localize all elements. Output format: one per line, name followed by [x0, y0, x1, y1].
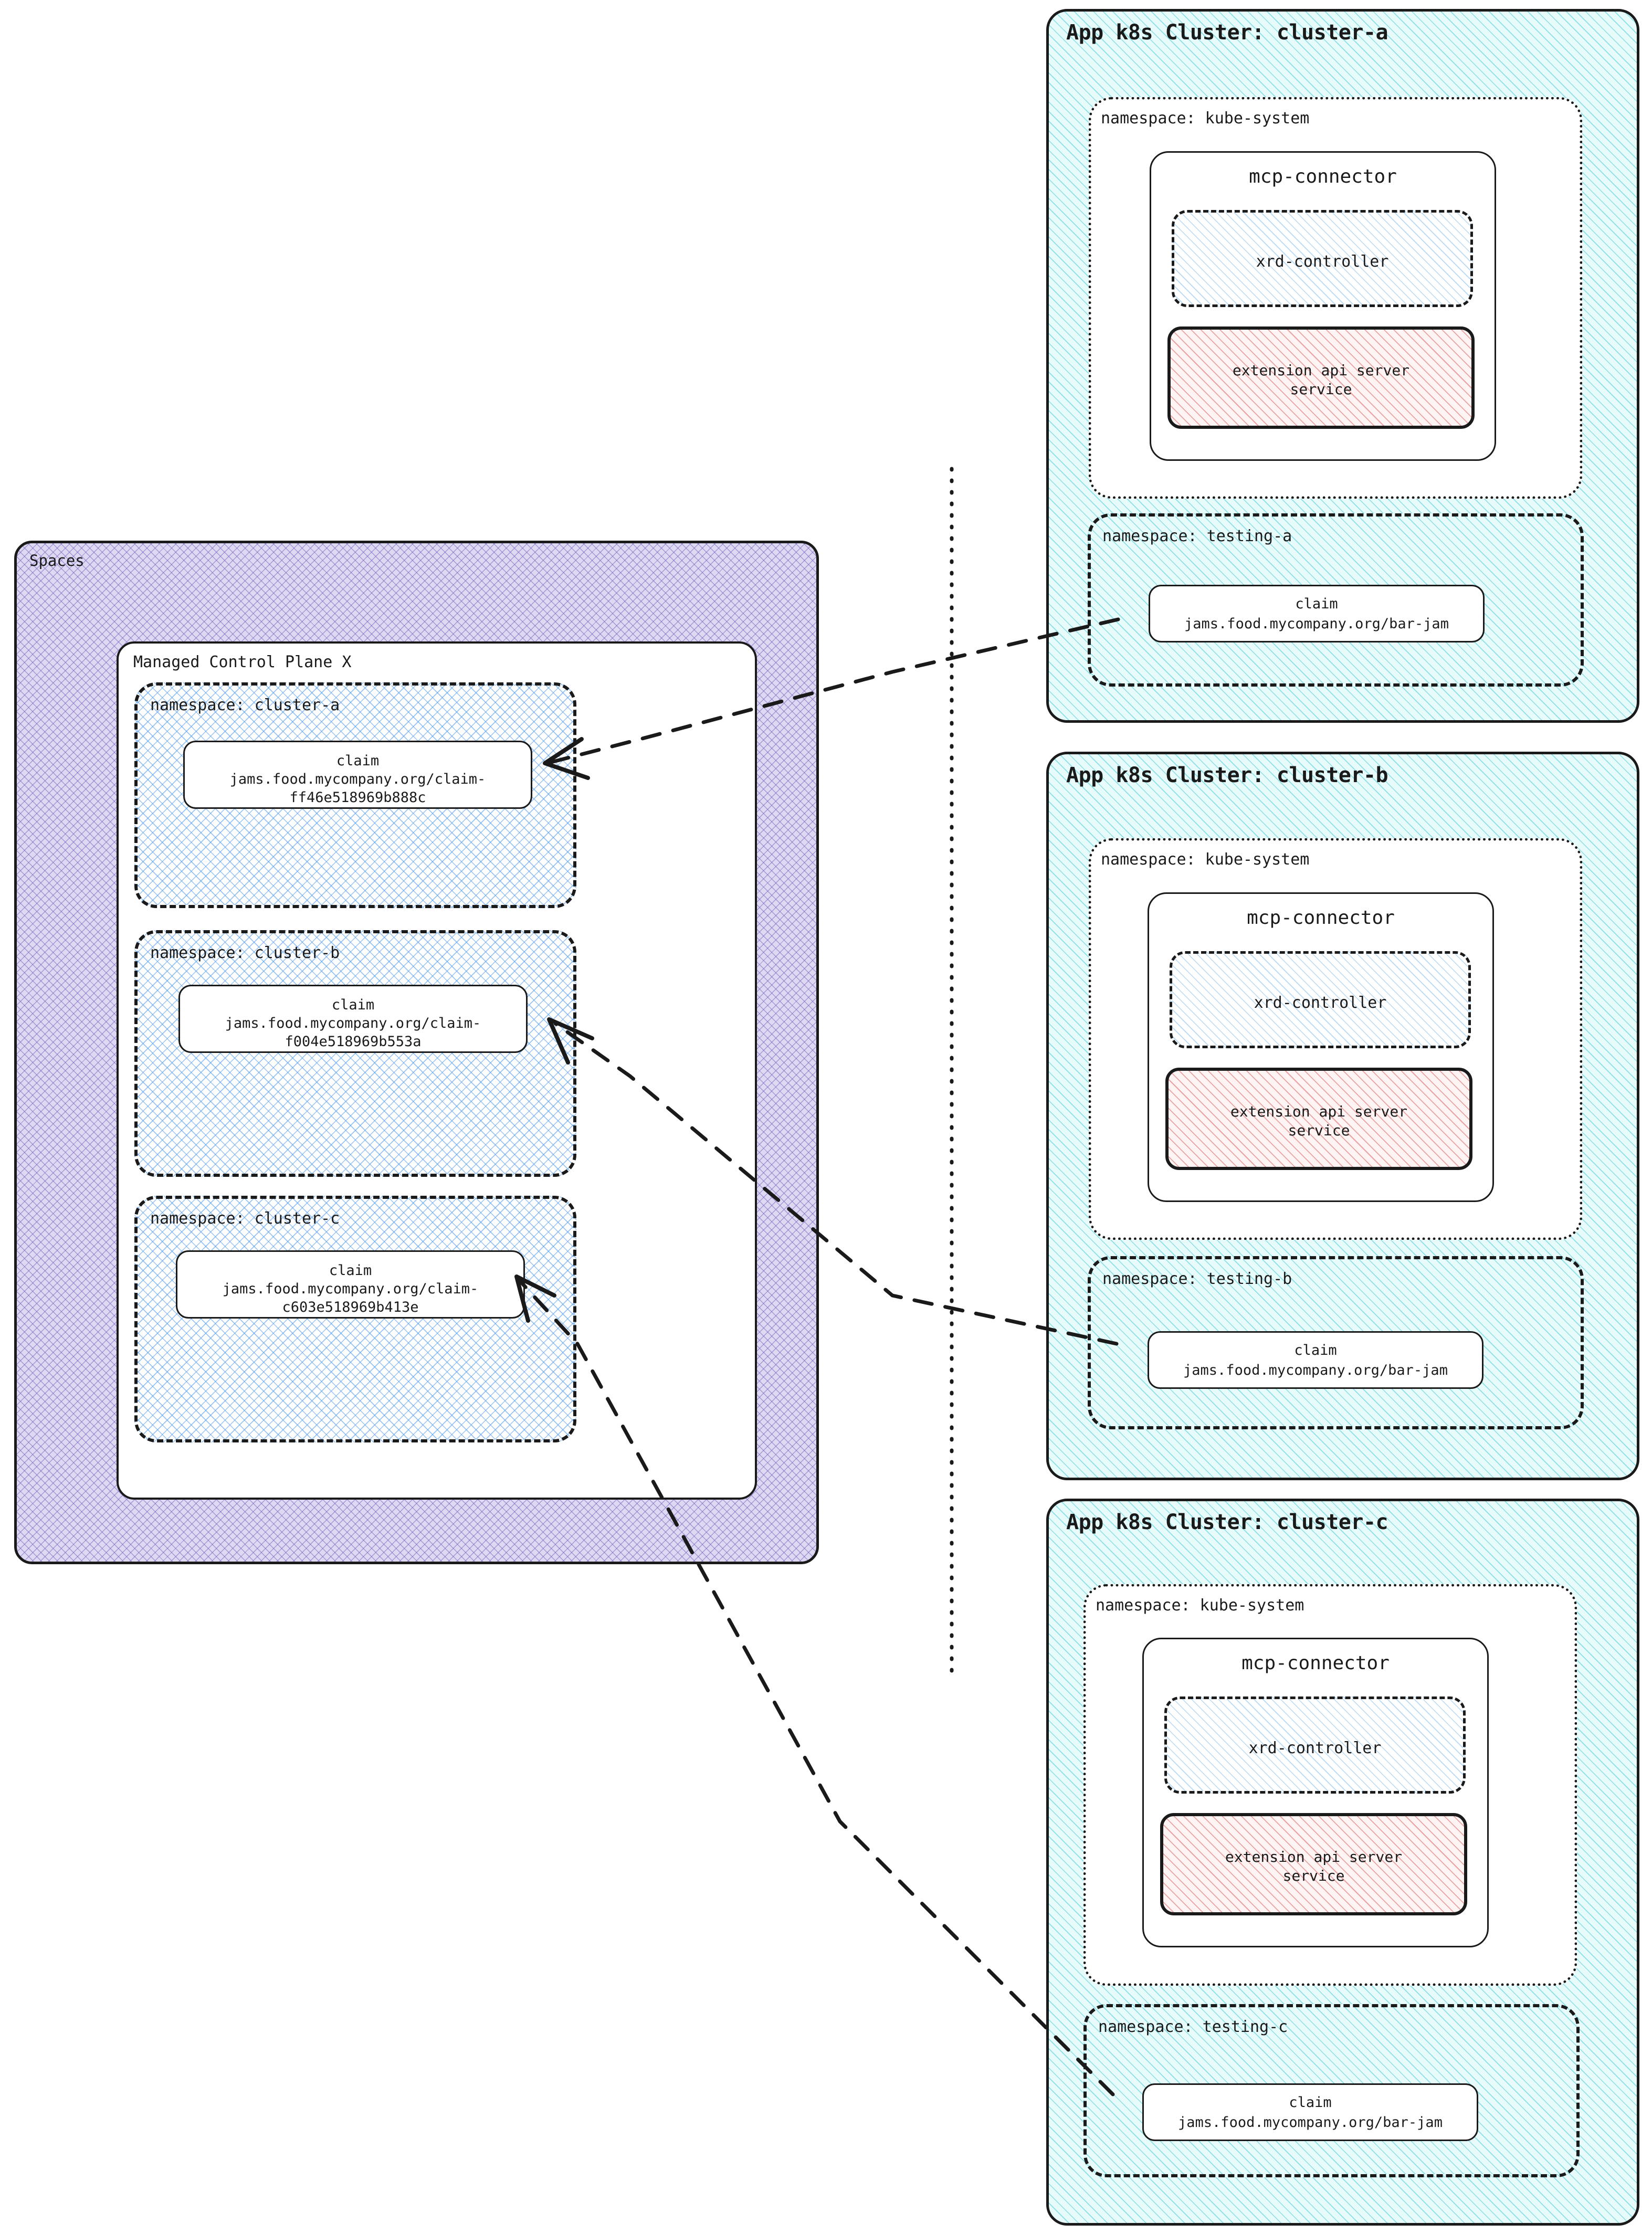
cluster-c-namespace-testing: namespace: testing-c claim jams.food.myc…	[1083, 2004, 1580, 2177]
mcp-claim-cluster-c-ref: jams.food.mycompany.org/claim-	[222, 1281, 479, 1297]
cluster-a-testing-claim[interactable]: claim jams.food.mycompany.org/bar-jam	[1149, 585, 1485, 642]
cluster-b-mcp-connector-label: mcp-connector	[1247, 907, 1395, 929]
cluster-b-extension-api-server-line1: extension api server	[1230, 1103, 1408, 1120]
mcp-namespace-cluster-c-label: namespace: cluster-c	[150, 1209, 340, 1228]
cluster-c-testing-claim-ref: jams.food.mycompany.org/bar-jam	[1178, 2114, 1443, 2131]
mcp-namespace-cluster-b-label: namespace: cluster-b	[150, 944, 340, 962]
mcp-namespace-cluster-a: namespace: cluster-a claim jams.food.myc…	[134, 682, 576, 908]
mcp-claim-cluster-b-ref2: f004e518969b553a	[285, 1034, 422, 1050]
app-cluster-b-title: App k8s Cluster: cluster-b	[1066, 763, 1388, 787]
cluster-c-testing-claim[interactable]: claim jams.food.mycompany.org/bar-jam	[1142, 2083, 1478, 2141]
mcp-claim-cluster-b-kind: claim	[331, 997, 375, 1013]
cluster-a-extension-api-server-line2: service	[1290, 381, 1352, 398]
mcp-namespace-cluster-a-label: namespace: cluster-a	[150, 696, 340, 714]
mcp-namespace-cluster-c: namespace: cluster-c claim jams.food.myc…	[134, 1196, 576, 1442]
cluster-c-xrd-controller-label: xrd-controller	[1248, 1739, 1382, 1757]
mcp-claim-cluster-c[interactable]: claim jams.food.mycompany.org/claim- c60…	[176, 1250, 525, 1319]
app-cluster-a-title: App k8s Cluster: cluster-a	[1066, 20, 1388, 45]
app-cluster-c-title: App k8s Cluster: cluster-c	[1066, 1510, 1388, 1534]
cluster-c-extension-api-server: extension api server service	[1160, 1813, 1467, 1915]
cluster-a-xrd-controller-label: xrd-controller	[1256, 252, 1389, 271]
cluster-c-extension-api-server-line2: service	[1282, 1867, 1345, 1884]
mcp-claim-cluster-a-kind: claim	[336, 753, 380, 769]
cluster-a-kube-system-label: namespace: kube-system	[1101, 109, 1310, 128]
mcp-claim-cluster-a-ref2: ff46e518969b888c	[289, 789, 426, 806]
cluster-b-testing-label: namespace: testing-b	[1102, 1270, 1292, 1288]
cluster-a-extension-api-server-line1: extension api server	[1232, 362, 1410, 379]
cluster-b-namespace-testing: namespace: testing-b claim jams.food.myc…	[1088, 1256, 1584, 1429]
cluster-a-testing-claim-ref: jams.food.mycompany.org/bar-jam	[1184, 616, 1449, 632]
cluster-c-mcp-connector-label: mcp-connector	[1241, 1652, 1390, 1674]
cluster-b-testing-claim-kind: claim	[1294, 1342, 1337, 1358]
cluster-a-extension-api-server: extension api server service	[1167, 326, 1475, 429]
mcp-claim-cluster-a-ref: jams.food.mycompany.org/claim-	[229, 771, 486, 787]
cluster-a-namespace-testing: namespace: testing-a claim jams.food.myc…	[1088, 513, 1584, 687]
spaces-label: Spaces	[29, 552, 85, 570]
cluster-a-testing-label: namespace: testing-a	[1102, 527, 1292, 545]
cluster-b-extension-api-server-line2: service	[1288, 1122, 1350, 1139]
mcp-claim-cluster-b[interactable]: claim jams.food.mycompany.org/claim- f00…	[178, 985, 528, 1053]
cluster-b-testing-claim-ref: jams.food.mycompany.org/bar-jam	[1183, 1362, 1448, 1378]
mcp-namespace-cluster-b: namespace: cluster-b claim jams.food.myc…	[134, 930, 576, 1177]
cluster-a-xrd-controller: xrd-controller	[1172, 210, 1473, 307]
mcp-claim-cluster-b-ref: jams.food.mycompany.org/claim-	[225, 1015, 481, 1031]
cluster-b-kube-system-label: namespace: kube-system	[1101, 850, 1310, 869]
cluster-c-extension-api-server-line1: extension api server	[1225, 1848, 1403, 1866]
mcp-claim-cluster-c-kind: claim	[329, 1262, 372, 1279]
cluster-a-mcp-connector-label: mcp-connector	[1249, 166, 1397, 187]
cluster-c-testing-claim-kind: claim	[1289, 2094, 1332, 2111]
cluster-b-xrd-controller-label: xrd-controller	[1254, 994, 1387, 1012]
mcp-claim-cluster-c-ref2: c603e518969b413e	[282, 1299, 419, 1315]
mcp-claim-cluster-a[interactable]: claim jams.food.mycompany.org/claim- ff4…	[183, 741, 532, 809]
cluster-a-testing-claim-kind: claim	[1295, 596, 1338, 612]
cluster-c-xrd-controller: xrd-controller	[1164, 1696, 1466, 1794]
managed-control-plane-label: Managed Control Plane X	[133, 653, 352, 671]
cluster-c-testing-label: namespace: testing-c	[1098, 2018, 1288, 2036]
cluster-b-extension-api-server: extension api server service	[1165, 1068, 1472, 1170]
cluster-b-xrd-controller: xrd-controller	[1170, 951, 1471, 1048]
cluster-b-testing-claim[interactable]: claim jams.food.mycompany.org/bar-jam	[1148, 1331, 1483, 1389]
cluster-c-kube-system-label: namespace: kube-system	[1096, 1596, 1304, 1615]
